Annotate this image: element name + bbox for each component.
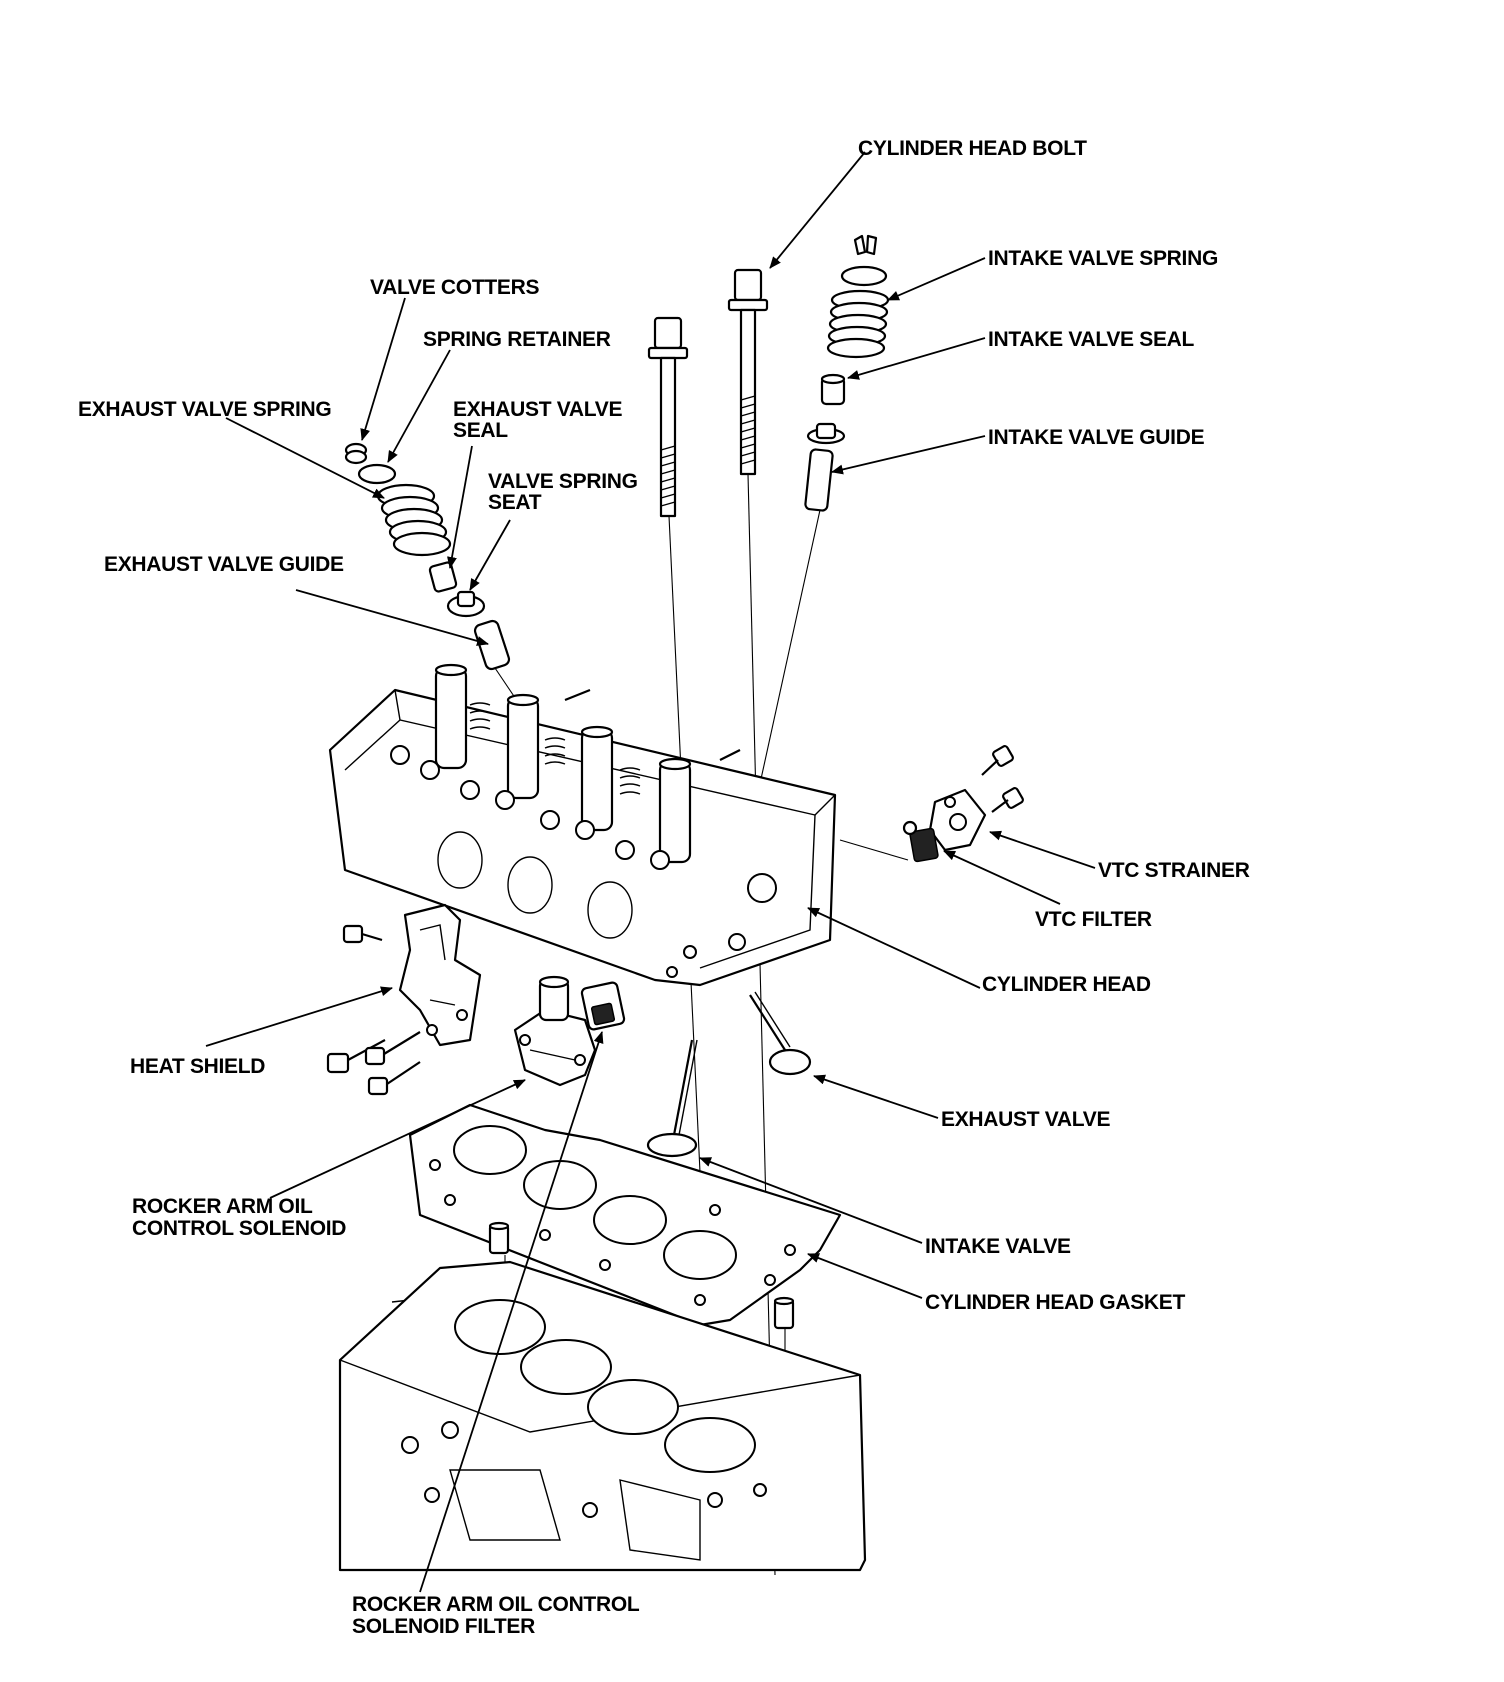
exhaust-valve-spring-part (376, 483, 452, 557)
vtc-strainer-part (928, 788, 987, 852)
cylinder-head-bolt-left (647, 316, 689, 518)
exhaust-valve-spring-seat (446, 590, 486, 618)
intake-valve-guide-part (804, 448, 834, 512)
intake-valve-seal-part (820, 373, 846, 406)
heat-shield-part (398, 903, 482, 1047)
cylinder-head-gasket-part (408, 1103, 842, 1327)
cylinder-head-part (328, 663, 837, 987)
label-cylinder-head-gasket: CYLINDER HEAD GASKET (925, 1291, 1185, 1314)
cylinder-head-bolt-right (727, 268, 769, 476)
label-intake-valve-guide: INTAKE VALVE GUIDE (988, 426, 1205, 449)
label-valve-spring-seat-line2: SEAT (488, 491, 542, 514)
rocker-solenoid-part (513, 975, 597, 1087)
intake-valve-spring-seat (806, 422, 846, 445)
exhaust-valve-part (749, 991, 812, 1076)
label-heat-shield: HEAT SHIELD (130, 1055, 265, 1078)
label-cylinder-head: CYLINDER HEAD (982, 973, 1151, 996)
label-exhaust-valve-guide: EXHAUST VALVE GUIDE (104, 553, 344, 576)
exhaust-valve-cotters (344, 442, 368, 465)
label-exhaust-valve: EXHAUST VALVE (941, 1108, 1110, 1131)
engine-block-part (338, 1260, 867, 1572)
intake-valve-cotters (853, 234, 878, 256)
label-intake-valve: INTAKE VALVE (925, 1235, 1071, 1258)
label-rocker-solenoid-line1: ROCKER ARM OIL (132, 1195, 313, 1218)
label-valve-spring-seat-line1: VALVE SPRING (488, 470, 638, 493)
vtc-guide-line (839, 839, 909, 861)
intake-valve-spring-part (826, 289, 890, 359)
dowel-pins (488, 1221, 795, 1330)
label-rocker-filter-line1: ROCKER ARM OIL CONTROL (352, 1593, 640, 1616)
label-exhaust-valve-seal-line1: EXHAUST VALVE (453, 398, 622, 421)
label-rocker-solenoid-line2: CONTROL SOLENOID (132, 1217, 346, 1240)
exhaust-valve-guide-part (473, 619, 511, 671)
label-vtc-filter: VTC FILTER (1035, 908, 1152, 931)
label-spring-retainer: SPRING RETAINER (423, 328, 611, 351)
label-exhaust-valve-seal-line2: SEAL (453, 419, 508, 442)
label-valve-cotters: VALVE COTTERS (370, 276, 539, 299)
exhaust-valve-seal-part (428, 561, 458, 593)
intake-spring-retainer (840, 265, 888, 287)
rocker-solenoid-filter-part (580, 981, 626, 1031)
leader-lines (205, 151, 1096, 1593)
heat-shield-bolts (326, 924, 421, 1096)
exhaust-spring-retainer (357, 463, 397, 485)
label-intake-valve-seal: INTAKE VALVE SEAL (988, 328, 1195, 351)
label-cylinder-head-bolt: CYLINDER HEAD BOLT (858, 137, 1087, 160)
label-rocker-filter-line2: SOLENOID FILTER (352, 1615, 535, 1638)
vtc-bolts (981, 745, 1024, 813)
label-intake-valve-spring: INTAKE VALVE SPRING (988, 247, 1218, 270)
label-exhaust-valve-spring: EXHAUST VALVE SPRING (78, 398, 331, 421)
intake-valve-part (646, 1039, 698, 1158)
vtc-filter-part (902, 820, 939, 863)
label-vtc-strainer: VTC STRAINER (1098, 859, 1250, 882)
